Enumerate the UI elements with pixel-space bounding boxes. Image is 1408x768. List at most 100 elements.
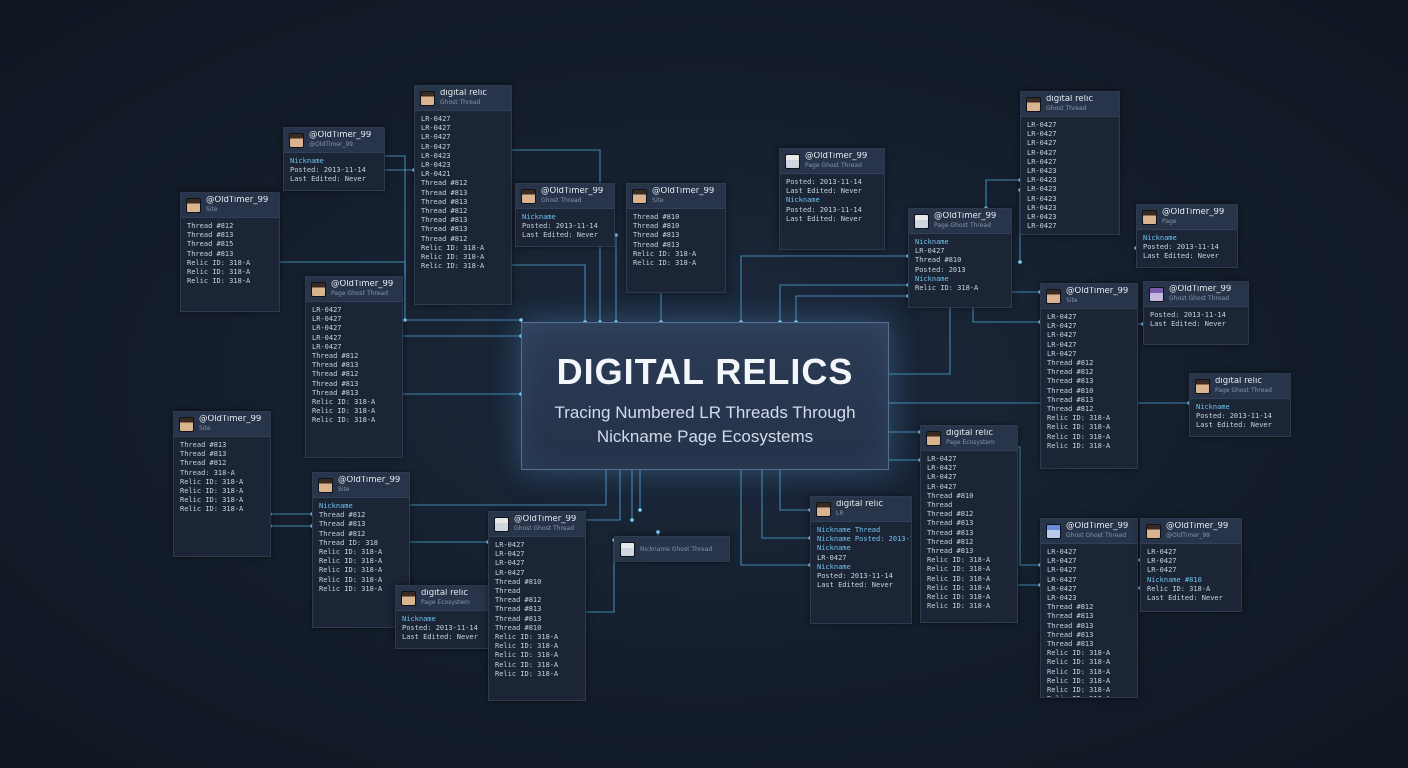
- card-line: Thread #810: [633, 213, 680, 221]
- card-line: LR-0427: [1047, 322, 1077, 331]
- card-line: Thread #813: [633, 240, 680, 249]
- card-line: Relic ID: 318-A: [312, 416, 376, 425]
- card-line: Relic ID: 318-A: [187, 277, 251, 286]
- avatar-icon: [521, 188, 536, 204]
- card-line: Nickname: [915, 238, 949, 246]
- card-subtitle: Ghost Thread: [541, 197, 582, 204]
- avatar-icon: [632, 188, 647, 204]
- avatar-icon: [914, 213, 929, 229]
- card-subtitle: Page Ghost Thread: [934, 222, 991, 229]
- card-line: Thread #813: [1047, 395, 1094, 404]
- card-line: Thread #813: [1047, 630, 1094, 639]
- card-line: Posted: 2013-11-14: [402, 624, 478, 633]
- card-line: Relic ID: 318-A: [319, 584, 383, 593]
- card-line: Thread #813: [187, 231, 234, 240]
- card-line: LR-0427: [1047, 349, 1077, 358]
- avatar-icon: [1195, 378, 1210, 394]
- card-line: LR-0427: [1047, 557, 1077, 566]
- card-line: LR-0423: [1027, 167, 1057, 176]
- card-line: Relic ID: 318-A: [927, 556, 991, 565]
- hub-title: DIGITAL RELICS: [556, 351, 854, 392]
- card-line: Relic ID: 318-A: [633, 249, 697, 258]
- card-line: Thread #815: [187, 240, 234, 249]
- card-line: Thread #810: [633, 222, 680, 231]
- card-line: Thread #813: [421, 188, 468, 197]
- card-line: LR-0427: [1147, 566, 1177, 575]
- card-username: @OldTimer_99: [934, 212, 997, 221]
- card-line: LR-0423: [1027, 185, 1057, 194]
- card-line: LR-0427: [312, 342, 342, 351]
- wire-dot: [403, 318, 407, 322]
- card-line: LR-0427: [1027, 148, 1057, 157]
- card-line: Nickname: [915, 274, 949, 283]
- card-line: Relic ID: 318-A: [421, 243, 485, 252]
- card-line: LR-0427: [421, 115, 451, 123]
- card-line: Thread #813: [495, 614, 542, 623]
- card-username: @OldTimer_99: [1169, 285, 1232, 294]
- card-line: Relic ID: 318-A: [915, 284, 979, 293]
- card-line: Last Edited: Never: [402, 633, 478, 642]
- card-subtitle: Page Ghost Thread: [1215, 387, 1272, 394]
- card-line: Thread #813: [319, 520, 366, 529]
- card-line: Nickname Posted: 2013-11-18: [817, 535, 911, 544]
- card-line: Nickname: [402, 615, 436, 623]
- avatar-icon: [1146, 523, 1161, 539]
- card-line: LR-0427: [1047, 548, 1077, 556]
- card-line: Posted: 2013-11-14: [290, 166, 366, 175]
- card-line: Thread #812: [495, 596, 542, 605]
- card-line: LR-0427: [1047, 340, 1077, 349]
- card-line: Last Edited: Never: [817, 581, 893, 590]
- card-line: Thread #813: [421, 197, 468, 206]
- avatar-icon: [926, 430, 941, 446]
- card-line: LR-0427: [1047, 313, 1077, 321]
- avatar-icon: [816, 501, 831, 517]
- card-line: Last Edited: Never: [1143, 252, 1219, 261]
- card-line: LR-0427: [927, 473, 957, 482]
- profile-card[interactable]: Nickname Ghost Thread: [614, 536, 730, 562]
- title-hub: DIGITAL RELICS Tracing Numbered LR Threa…: [521, 322, 889, 470]
- card-line: Relic ID: 318-A: [187, 268, 251, 277]
- card-line: Posted: 2013-11-14: [786, 178, 862, 186]
- card-line: Relic ID: 318-A: [1047, 686, 1111, 695]
